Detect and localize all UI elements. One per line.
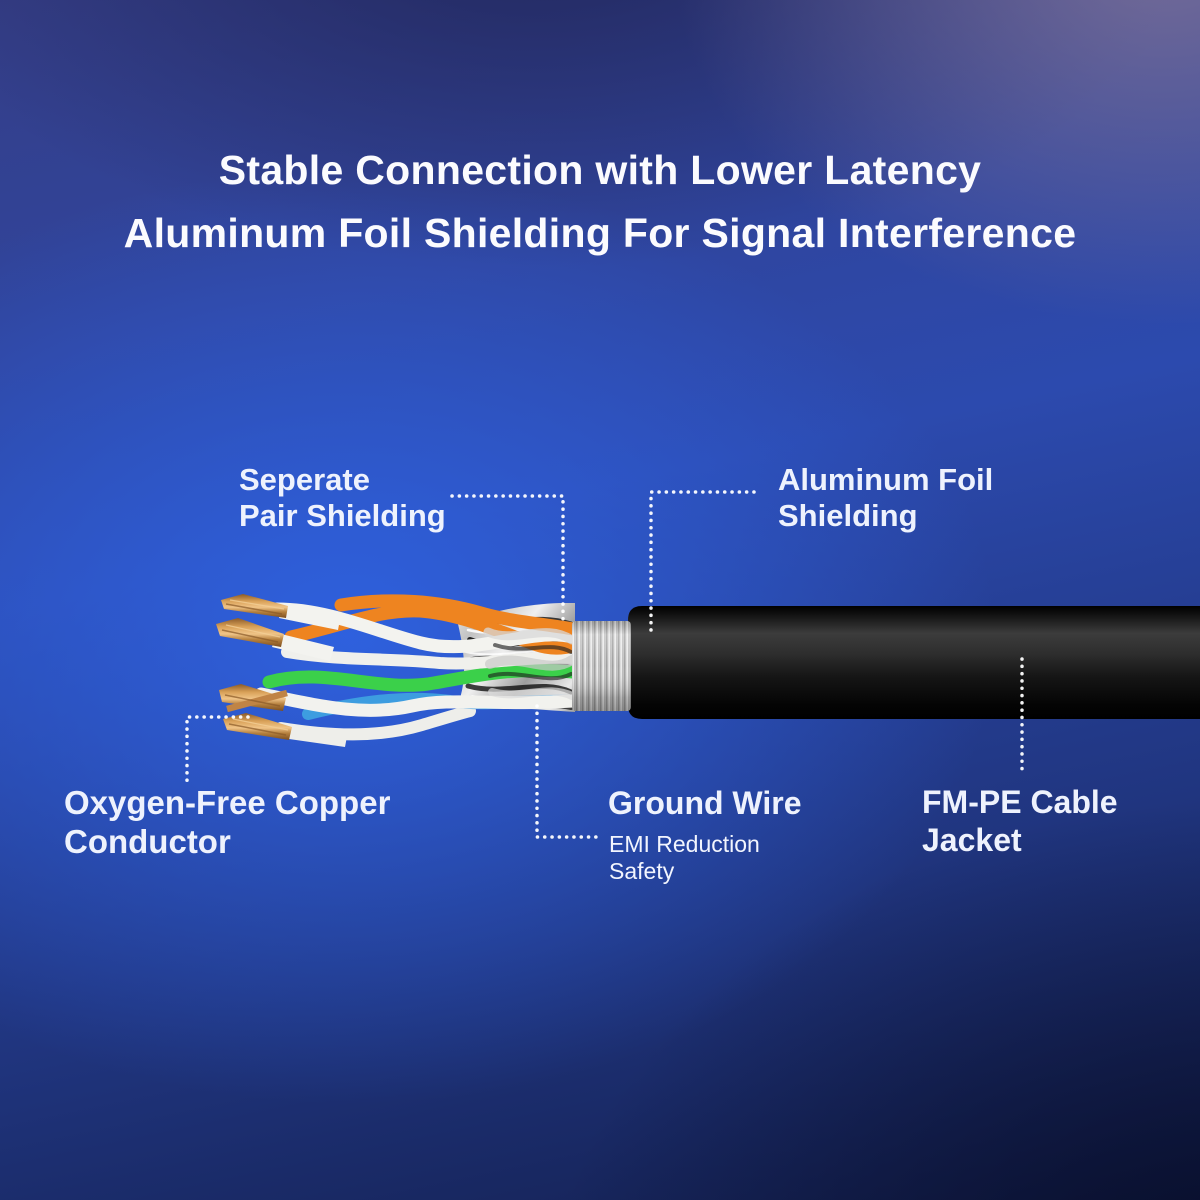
insulation-stub xyxy=(282,724,348,747)
aluminum-foil-band xyxy=(572,621,631,711)
label-aluminum-foil-shielding: Aluminum Foil Shielding xyxy=(778,462,994,533)
label-fm-pe-cable-jacket: FM-PE Cable Jacket xyxy=(922,784,1118,858)
insulation-stub xyxy=(272,633,334,661)
headline-line2: Aluminum Foil Shielding For Signal Inter… xyxy=(123,210,1077,256)
copper-tip xyxy=(221,594,288,618)
callout-line-ground-wire xyxy=(535,704,603,839)
copper-conductor-tips xyxy=(216,594,348,747)
foil-overlap-streaks xyxy=(483,627,577,700)
copper-tip xyxy=(216,618,284,647)
headline-line1: Stable Connection with Lower Latency xyxy=(218,147,982,193)
copper-tip xyxy=(219,684,288,713)
wire-orange-top xyxy=(334,594,580,636)
label-ground-wire: Ground Wire xyxy=(608,785,802,821)
wire-white-mid xyxy=(254,687,580,717)
callout-lines xyxy=(185,490,1024,839)
label-separate-pair-shielding: Seperate Pair Shielding xyxy=(239,462,446,533)
label-emi-reduction-safety: EMI Reduction Safety xyxy=(609,831,760,884)
wire-green xyxy=(262,663,580,692)
insulation-stub xyxy=(279,604,341,630)
label-oxygen-free-copper-conductor: Oxygen-Free Copper Conductor xyxy=(64,784,391,860)
cable-jacket xyxy=(628,606,1200,719)
copper-tip xyxy=(223,713,292,740)
callout-line-separate-pair-shielding xyxy=(450,494,565,626)
headline: Stable Connection with Lower Latency Alu… xyxy=(0,146,1200,257)
callout-line-aluminum-foil-shielding xyxy=(649,490,756,636)
callout-line-oxygen-free-copper xyxy=(185,715,250,784)
